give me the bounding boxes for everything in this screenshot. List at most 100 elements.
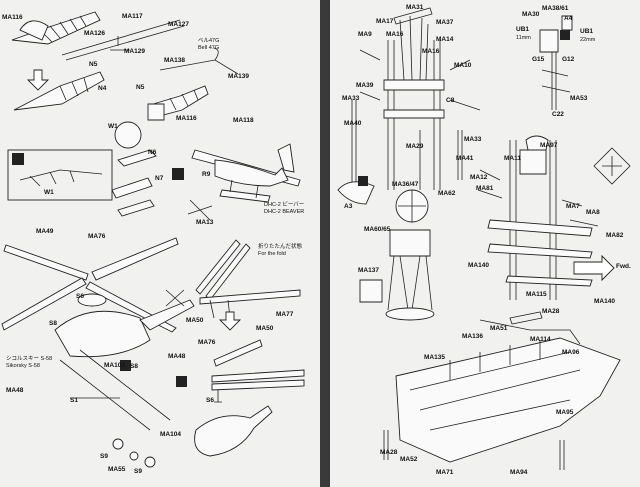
rods-left (351, 100, 463, 190)
left-instruction-page: MA116 MA117 MA127 MA126 MA129 ベル47G Bell… (0, 0, 320, 487)
s58-flag-icon-2 (120, 360, 131, 371)
helicopter-body (194, 405, 273, 457)
note-s58: Sikorsky S-58 (6, 363, 40, 369)
label-ma60-65: MA60/65 (364, 226, 391, 233)
a3-flag-icon (358, 176, 368, 186)
label-ma10: MA10 (454, 62, 472, 69)
label-ma116-top: MA116 (2, 14, 23, 21)
label-ma94: MA94 (510, 469, 528, 476)
ma137-part (359, 279, 383, 303)
label-ma103: MA103 (104, 362, 125, 369)
label-s8-a: S8 (49, 320, 57, 327)
n6-part (117, 149, 157, 167)
label-ma97: MA97 (540, 142, 558, 149)
label-n4: N4 (98, 85, 107, 92)
folded-rotor-assembled (211, 339, 305, 403)
label-ma11: MA11 (504, 155, 521, 162)
label-s9-a: S9 (100, 453, 108, 460)
label-ma76-b: MA76 (198, 339, 216, 346)
note-ub1-size-b: 22mm (580, 37, 596, 43)
mast-tower-drawing (359, 15, 481, 190)
label-ma77: MA77 (276, 311, 294, 318)
label-ma136: MA136 (462, 333, 483, 340)
dhc2-beaver-drawing (191, 143, 301, 203)
label-ma7: MA7 (566, 203, 580, 210)
note-bell47-jp: ベル47G (198, 38, 220, 44)
label-ma115: MA115 (526, 291, 547, 298)
label-ma50-a: MA50 (186, 317, 204, 324)
label-ma82: MA82 (606, 232, 624, 239)
note-ub1-size-a: 11mm (516, 35, 531, 41)
label-ma127: MA127 (168, 21, 189, 28)
label-ma140-b: MA140 (594, 298, 615, 305)
label-ma95: MA95 (556, 409, 574, 416)
label-s1: S1 (70, 397, 78, 404)
detail-inset-box (7, 149, 113, 201)
label-ma16-a: MA16 (386, 31, 404, 38)
label-w1-b: W1 (44, 189, 54, 196)
label-ma14: MA14 (436, 36, 454, 43)
label-n6: N6 (148, 149, 157, 156)
label-ma51: MA51 (490, 325, 508, 332)
label-s6-b: S6 (206, 397, 214, 404)
label-ma126: MA126 (84, 30, 105, 37)
label-a3: A3 (344, 203, 353, 210)
ma36-spokes (398, 190, 426, 222)
label-ma30: MA30 (522, 11, 540, 18)
label-ma137: MA137 (358, 267, 379, 274)
label-a4: A4 (564, 15, 573, 22)
ma31-rail (393, 7, 433, 25)
label-ma28: MA28 (542, 308, 560, 315)
right-page-line-art (337, 7, 631, 470)
sikorsky-s58-drawing (1, 237, 195, 468)
label-ma114: MA114 (530, 336, 551, 343)
left-page-line-art (1, 11, 305, 468)
label-ma55: MA55 (108, 466, 126, 473)
label-s8-b: S8 (130, 363, 138, 370)
ma138-cable (159, 47, 239, 75)
crane-boom-assembled (147, 85, 209, 121)
label-ma28-b: MA28 (380, 449, 398, 456)
label-ma116-mid: MA116 (176, 115, 197, 122)
label-ma38-61: MA38/61 (542, 5, 569, 12)
label-ma33-b: MA33 (464, 136, 482, 143)
label-ma29: MA29 (406, 143, 424, 150)
label-ma9: MA9 (358, 31, 372, 38)
label-ma62: MA62 (438, 190, 456, 197)
label-r9: R9 (202, 171, 211, 178)
label-ma129: MA129 (124, 48, 145, 55)
ma28-part (509, 311, 543, 325)
label-ma40: MA40 (344, 120, 362, 127)
s58-flag-icon (176, 376, 187, 387)
director-tower-drawing (385, 229, 435, 321)
r9-propeller (187, 199, 213, 221)
note-beaver: DHC-2 BEAVER (264, 209, 305, 215)
down-arrow-2 (218, 311, 242, 331)
label-ma76-a: MA76 (88, 233, 106, 240)
inset-flag-icon (12, 153, 24, 165)
label-ma31: MA31 (406, 4, 424, 11)
label-g15: G15 (532, 56, 545, 63)
superstructure-drawing (477, 135, 599, 300)
label-s9-b: S9 (134, 468, 142, 475)
label-ma81: MA81 (476, 185, 494, 192)
label-ma48-b: MA48 (168, 353, 186, 360)
label-ma39: MA39 (356, 82, 374, 89)
label-g12: G12 (562, 56, 575, 63)
label-s6-a: S6 (76, 293, 84, 300)
label-ub1-b: UB1 (580, 28, 594, 35)
label-c22: C22 (552, 111, 564, 118)
label-n5-a: N5 (89, 61, 98, 68)
crane-boom-drawing-mid (13, 71, 105, 111)
inset-boom (19, 169, 103, 187)
label-ma8: MA8 (586, 209, 600, 216)
hull-rods (383, 430, 565, 470)
label-ma48-a: MA48 (6, 387, 24, 394)
label-ma118: MA118 (233, 117, 254, 124)
label-w1-a: W1 (108, 123, 118, 130)
a3-dish (337, 181, 375, 205)
folded-rotor-drawing (195, 239, 301, 319)
right-instruction-page: MA31 MA17 MA37 MA30 MA38/61 A4 UB1 11mm … (330, 0, 640, 487)
note-s58-jp: シコルスキー S-58 (6, 356, 53, 362)
w1-dome (114, 121, 142, 149)
